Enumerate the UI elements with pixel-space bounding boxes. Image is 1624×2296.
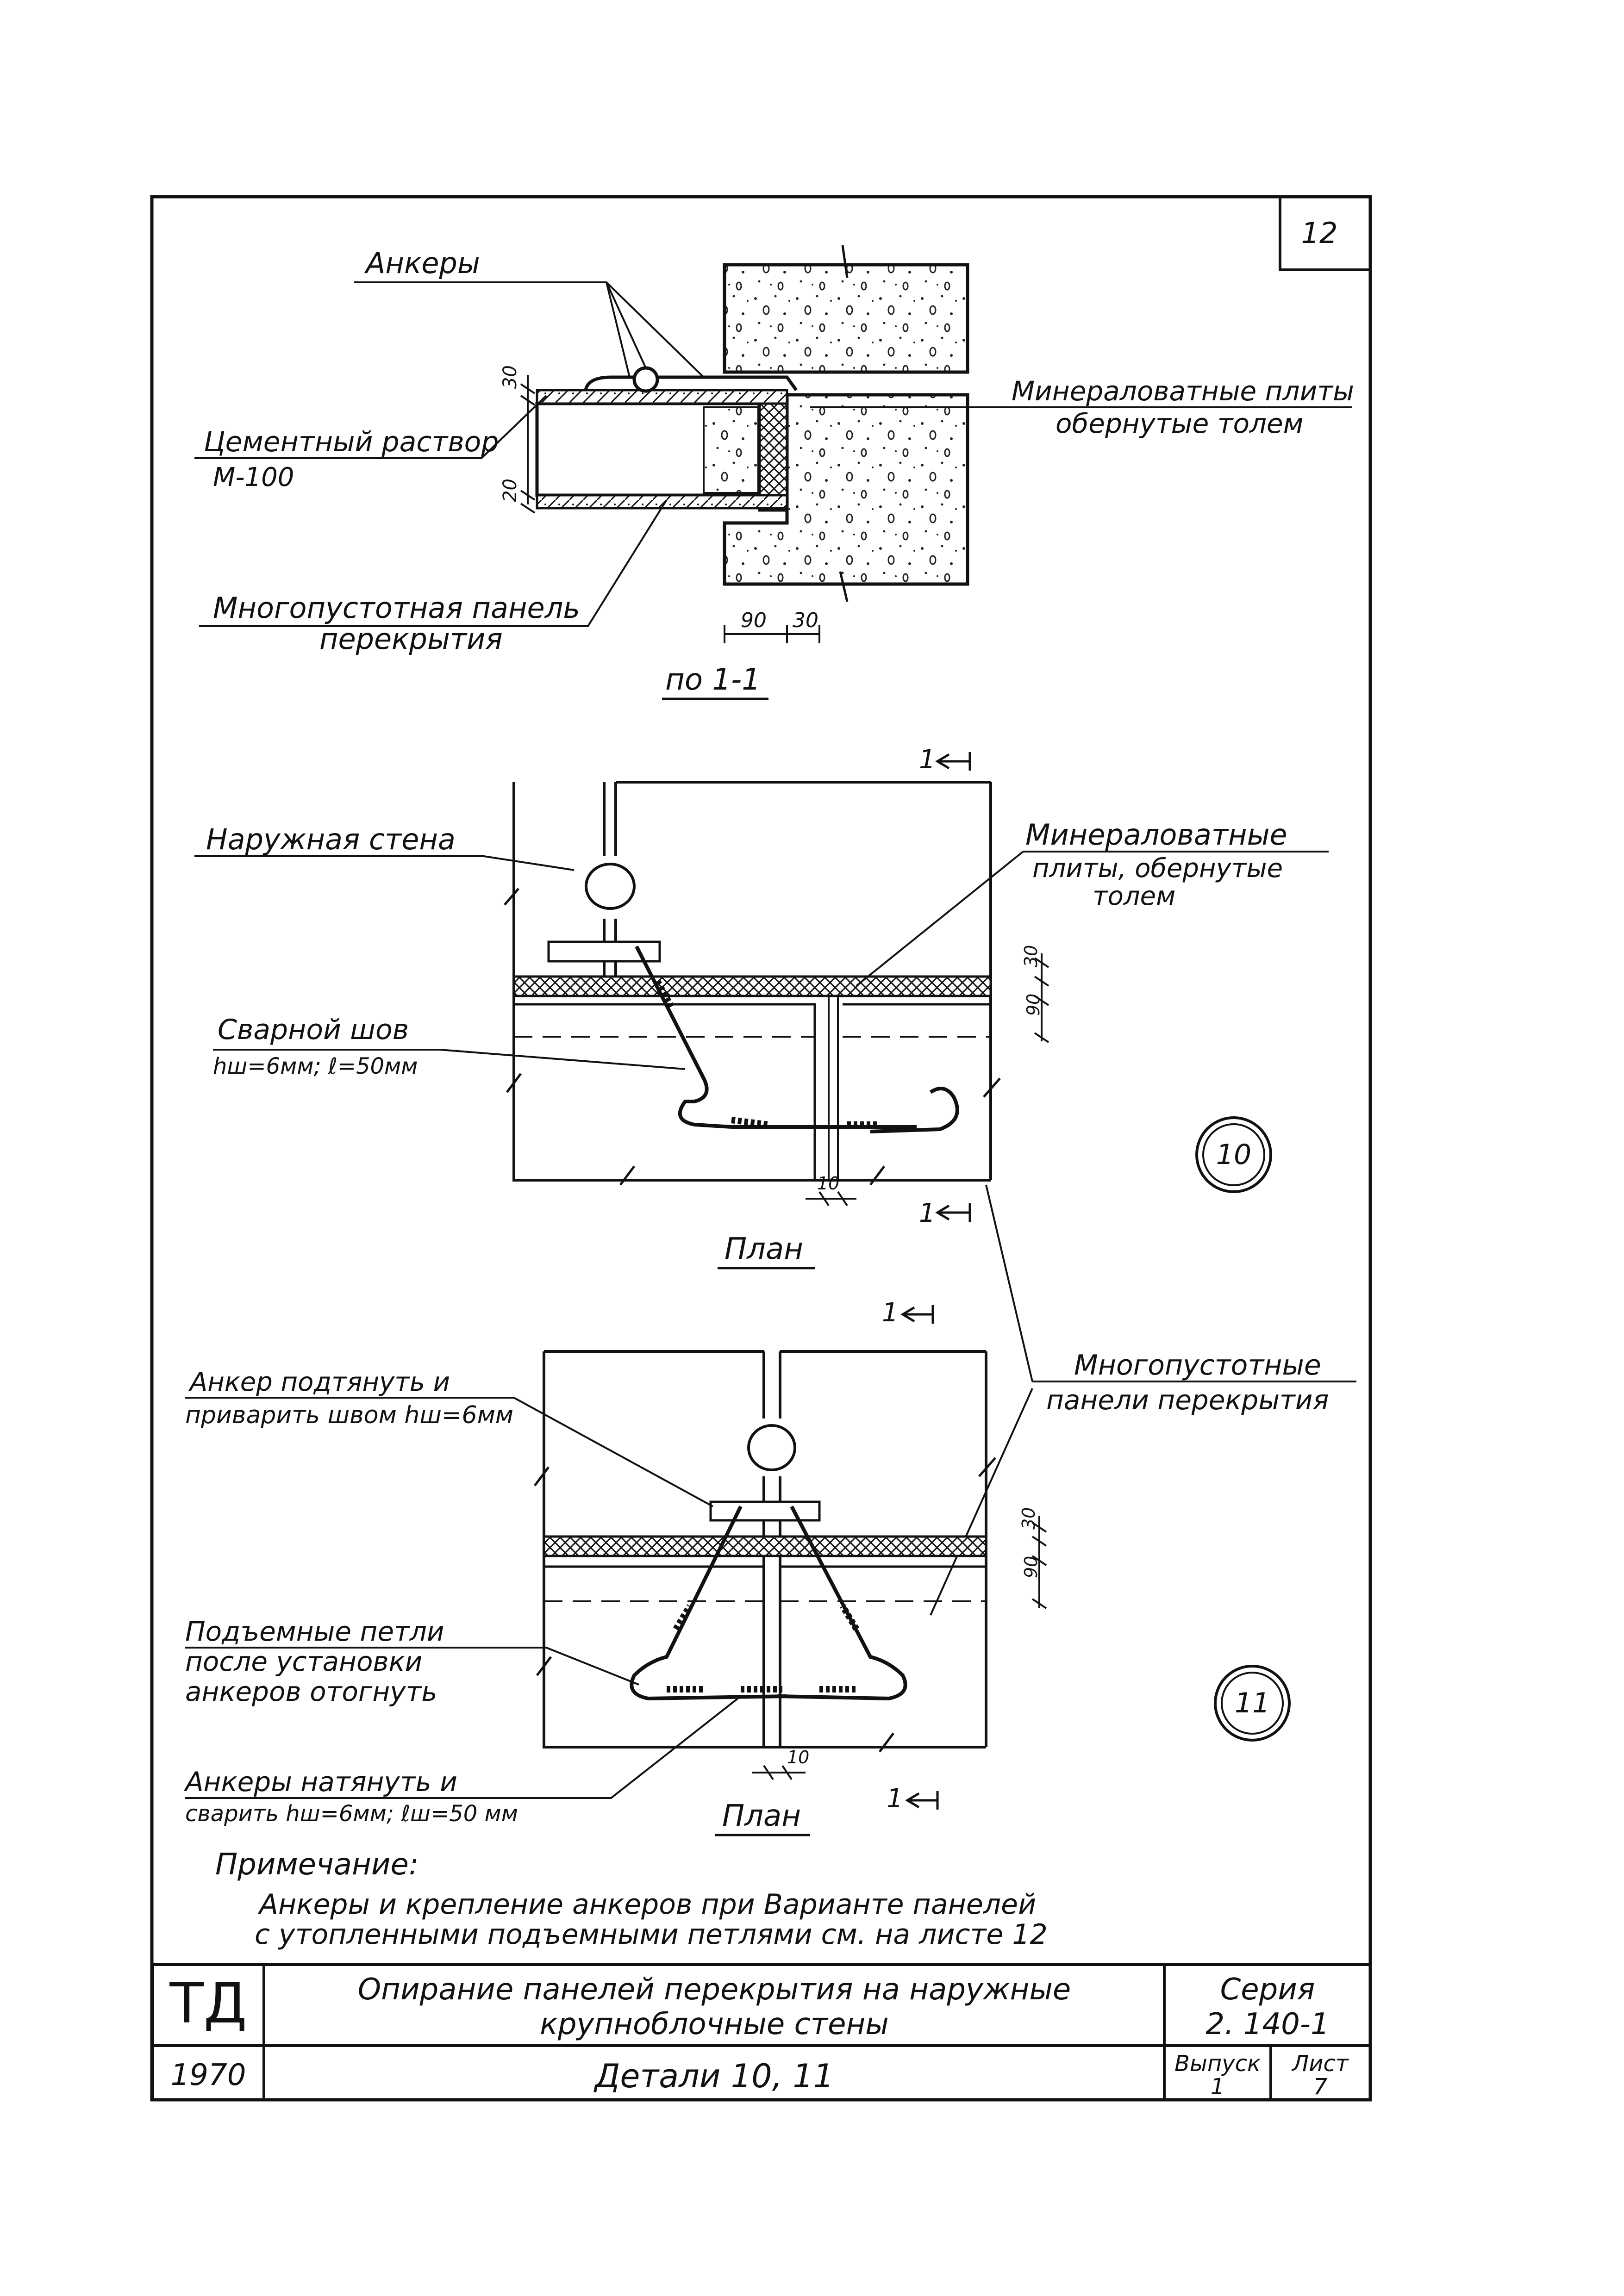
dim-30: 30 bbox=[500, 365, 521, 389]
plan11-dim-90: 90 bbox=[1021, 1556, 1041, 1578]
outer-wall-label: Наружная стена bbox=[206, 822, 456, 856]
sheet-label: Лист bbox=[1291, 2051, 1349, 2077]
section-leaders bbox=[194, 281, 1352, 627]
plan11-section-mark-bottom: 1 bbox=[887, 1784, 903, 1814]
anchor-tighten-label-2: приварить швом hш=6мм bbox=[185, 1401, 513, 1429]
loops-label: Подъемные петли bbox=[185, 1616, 444, 1647]
insulation-strip bbox=[758, 393, 788, 512]
detail-marker-10 bbox=[1195, 1116, 1272, 1193]
title-block: ТД 1970 Опирание панелей перекрытия на н… bbox=[151, 1963, 1372, 2101]
wall-joint-void-11 bbox=[747, 1424, 796, 1471]
series-label: Серия bbox=[1220, 1972, 1315, 2007]
plan11-dim-10: 10 bbox=[787, 1747, 809, 1767]
insulation-band-11 bbox=[543, 1535, 987, 1557]
plan10-wool-label-2: плиты, обернутые bbox=[1032, 853, 1283, 884]
anchors-label: Анкеры bbox=[364, 246, 480, 280]
detail-number-11: 11 bbox=[1235, 1687, 1270, 1719]
insulation-band bbox=[512, 975, 992, 997]
shared-panels-label: Многопустотные панели перекрытия bbox=[930, 1184, 1356, 1616]
section-1-1: Анкеры Цементный раствор М-100 Минералов… bbox=[194, 245, 1354, 700]
sheet-number: 12 bbox=[1301, 216, 1338, 250]
anchor-rod-right bbox=[777, 1506, 907, 1701]
detail-marker-11 bbox=[1214, 1665, 1291, 1742]
panels-label-2: панели перекрытия bbox=[1046, 1384, 1329, 1416]
wall-joint-void bbox=[585, 863, 636, 910]
anchor-tighten-label: Анкер подтянуть и bbox=[188, 1367, 450, 1397]
note-line-2: с утопленными подъемными петлями см. на … bbox=[255, 1918, 1048, 1951]
concrete-block-upper bbox=[723, 263, 969, 374]
weld-size-label: hш=6мм; ℓ=50мм bbox=[213, 1053, 418, 1079]
panel-end-fill bbox=[703, 406, 759, 494]
section-dims bbox=[520, 375, 820, 643]
anchor-loop bbox=[632, 366, 659, 393]
sheet-number-box: 12 bbox=[1279, 197, 1370, 271]
title-line-2: крупноблочные стены bbox=[540, 2007, 889, 2041]
wool-label-2: обернутые толем bbox=[1056, 408, 1303, 439]
anchors-pull-label-2: сварить hш=6мм; ℓш=50 мм bbox=[185, 1801, 518, 1827]
weld-label: Сварной шов bbox=[218, 1014, 409, 1046]
note-heading: Примечание: bbox=[215, 1848, 418, 1882]
plan-detail-10: 1 1 Наружная стена Минераловатные плиты,… bbox=[194, 745, 1329, 1269]
section-mark-bottom: 1 bbox=[919, 1198, 936, 1228]
anchors-pull-label: Анкеры натянуть и bbox=[183, 1766, 457, 1798]
plan10-dim-30: 30 bbox=[1021, 945, 1041, 967]
issue-value: 1 bbox=[1211, 2074, 1225, 2100]
section-marks-11 bbox=[900, 1305, 939, 1810]
plan10-dim-90: 90 bbox=[1023, 994, 1043, 1016]
mortar-top bbox=[536, 389, 788, 405]
dim-20: 20 bbox=[500, 479, 521, 502]
plan11-dim-30: 30 bbox=[1018, 1507, 1039, 1530]
loops-label-2: после установки bbox=[185, 1646, 422, 1677]
section-mark-top: 1 bbox=[919, 745, 936, 775]
note-line-1: Анкеры и крепление анкеров при Варианте … bbox=[257, 1888, 1036, 1921]
panels-label-1: Многопустотные bbox=[1074, 1349, 1321, 1381]
plan-detail-11: 1 1 Анкер подтянуть и приварить швом hш=… bbox=[183, 1298, 1291, 1836]
anchor-plate-11 bbox=[709, 1500, 821, 1522]
subtitle: Детали 10, 11 bbox=[593, 2057, 834, 2095]
section-marks-10 bbox=[935, 752, 971, 1222]
anchor-bar bbox=[584, 375, 798, 392]
loops-label-3: анкеров отогнуть bbox=[185, 1676, 437, 1707]
plan10-wool-label-3: толем bbox=[1093, 881, 1175, 911]
plan10-wool-label: Минераловатные bbox=[1025, 818, 1287, 852]
mortar-label: Цементный раствор bbox=[204, 426, 499, 458]
wool-label: Минераловатные плиты bbox=[1012, 375, 1354, 407]
mortar-grade-label: М-100 bbox=[213, 462, 294, 492]
org-mark: ТД bbox=[169, 1972, 247, 2036]
plan11-section-mark-top: 1 bbox=[882, 1298, 899, 1328]
anchor-rod-left bbox=[630, 1506, 787, 1701]
section-caption: по 1-1 bbox=[665, 663, 761, 697]
issue-label: Выпуск bbox=[1174, 2051, 1261, 2077]
series-value: 2. 140-1 bbox=[1206, 2007, 1329, 2041]
panel-label-2: перекрытия bbox=[319, 622, 503, 656]
note-block: Примечание: Анкеры и крепление анкеров п… bbox=[215, 1848, 1048, 1951]
plan11-caption: План bbox=[722, 1799, 801, 1833]
panel-label: Многопустотная панель bbox=[213, 591, 580, 625]
detail-number-10: 10 bbox=[1216, 1139, 1251, 1171]
dim-30b: 30 bbox=[793, 609, 818, 632]
anchor-hook-right bbox=[870, 1087, 959, 1133]
plan10-dim-10: 10 bbox=[817, 1173, 839, 1194]
anchor-rod bbox=[635, 946, 917, 1129]
dim-90: 90 bbox=[741, 609, 767, 632]
plan10-caption: План bbox=[725, 1232, 803, 1266]
title-line-1: Опирание панелей перекрытия на наружные bbox=[358, 1972, 1071, 2007]
sheet-value: 7 bbox=[1313, 2074, 1328, 2100]
concrete-block-lower bbox=[723, 393, 969, 586]
year: 1970 bbox=[171, 2058, 246, 2092]
